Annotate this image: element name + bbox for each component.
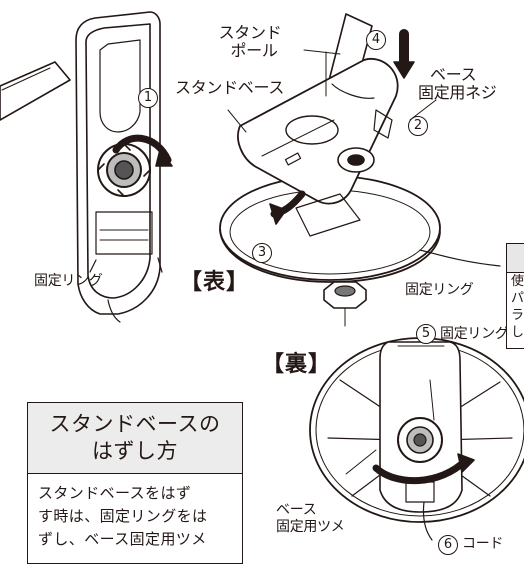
- base-claw-label-line2: 固定用ツメ: [276, 519, 345, 535]
- step-3-badge: 3: [252, 243, 272, 263]
- stand-pole-label: スタンド ポール: [202, 24, 298, 60]
- removal-guide-box: スタンドベースの はずし方 スタンドベースをはず す時は、固定リングをは ずし、…: [27, 402, 243, 564]
- loose-fixing-ring: [323, 281, 367, 327]
- removal-guide-title-line2: はずし方: [92, 439, 178, 463]
- removal-guide-body: スタンドベースをはず す時は、固定リングをは ずし、ベース固定用ツメ: [28, 474, 242, 551]
- usage-note-line: パ: [511, 291, 524, 306]
- stand-pole-label-line1: スタンド: [218, 23, 282, 42]
- cord-label: コード: [462, 536, 504, 552]
- front-side-mark: 【表】: [180, 270, 250, 295]
- removal-guide-text-line: ずし、ベース固定用ツメ: [38, 530, 207, 548]
- step-5-badge: 5: [416, 324, 436, 344]
- fixing-ring-left-label: 固定リング: [34, 273, 103, 289]
- fixing-ring-middle-label: 固定リング: [405, 282, 474, 298]
- base-twist-figure: [0, 11, 173, 323]
- usage-note-box: 使 パ ラ し: [506, 243, 524, 349]
- removal-guide-header: スタンドベースの はずし方: [28, 403, 242, 474]
- removal-guide-text-line: スタンドベースをはず: [38, 484, 192, 502]
- base-screw-label-line1: ベース: [430, 65, 477, 84]
- usage-note-header: [507, 244, 524, 273]
- stand-pole-label-line2: ポール: [230, 41, 278, 60]
- usage-note-line: 使: [511, 274, 524, 289]
- fixing-ring-step5-label: 固定リング: [440, 326, 509, 342]
- usage-note-line: ラ: [511, 308, 524, 323]
- base-screw-label-line2: 固定用ネジ: [418, 83, 497, 102]
- base-claw-label-line1: ベース: [276, 502, 317, 518]
- back-side-mark: 【裏】: [262, 352, 332, 377]
- removal-guide-title-line1: スタンドベースの: [49, 412, 221, 436]
- step-6-badge: 6: [438, 535, 458, 555]
- base-screw-label: ベース 固定用ネジ: [418, 66, 497, 102]
- step-2-badge: 2: [408, 116, 428, 136]
- step-4-badge: 4: [366, 30, 386, 50]
- base-back-figure: [309, 337, 524, 541]
- pole-mount-figure: [219, 13, 501, 283]
- stand-base-label: スタンドベース: [175, 78, 285, 97]
- step-1-badge: 1: [138, 88, 158, 108]
- base-claw-label: ベース 固定用ツメ: [276, 502, 345, 536]
- removal-guide-text-line: す時は、固定リングをは: [38, 507, 208, 525]
- usage-note-line: し: [511, 325, 524, 340]
